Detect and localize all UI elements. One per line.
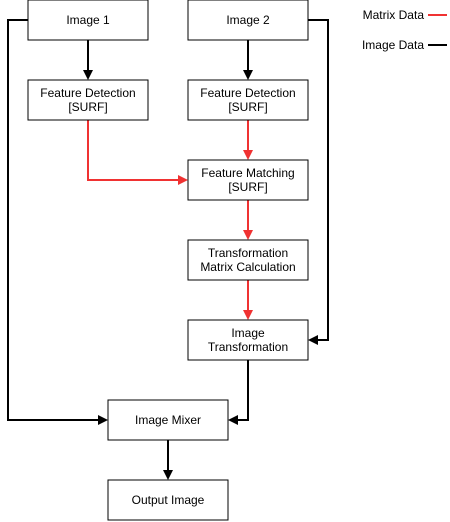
node-image-1: Image 1	[27, 0, 149, 41]
edge-feature-detection-1-to-feature-matching	[87, 120, 188, 185]
node-image-2-label: Image 2	[226, 13, 270, 27]
node-image-mixer: Image Mixer	[107, 399, 229, 441]
edge-image-transformation-to-image-mixer	[228, 360, 249, 425]
legend: Matrix Data Image Data	[362, 8, 447, 52]
legend-matrix-data-label: Matrix Data	[363, 8, 425, 22]
node-feature-detection-2: Feature Detection [SURF]	[187, 79, 309, 121]
edge-image1-to-image-mixer	[7, 19, 108, 425]
node-transformation-matrix-calculation: Transformation Matrix Calculation	[187, 239, 309, 281]
node-feature-matching-label-line-1: Feature Matching	[201, 166, 294, 180]
edge-image2-to-image-transformation	[308, 19, 329, 345]
edges	[7, 19, 329, 480]
node-image-transformation-label-line-2: Transformation	[208, 340, 288, 354]
node-image-transformation: Image Transformation	[187, 319, 309, 361]
node-output-image: Output Image	[107, 479, 229, 521]
node-transformation-matrix-calculation-label-line-2: Matrix Calculation	[200, 260, 295, 274]
node-feature-detection-1: Feature Detection [SURF]	[27, 79, 149, 121]
node-feature-detection-2-label-line-1: Feature Detection	[200, 86, 295, 100]
node-transformation-matrix-calculation-label-line-1: Transformation	[208, 246, 288, 260]
node-feature-detection-2-label-line-2: [SURF]	[228, 100, 267, 114]
node-image-transformation-label-line-1: Image	[231, 326, 265, 340]
node-output-image-label: Output Image	[132, 493, 205, 507]
node-image-mixer-label: Image Mixer	[135, 413, 201, 427]
node-image-2: Image 2	[187, 0, 309, 41]
node-feature-detection-1-label-line-1: Feature Detection	[40, 86, 135, 100]
node-feature-matching-label-line-2: [SURF]	[228, 180, 267, 194]
legend-image-data-label: Image Data	[362, 38, 424, 52]
node-feature-detection-1-label-line-2: [SURF]	[68, 100, 107, 114]
node-image-1-label: Image 1	[66, 13, 110, 27]
node-feature-matching: Feature Matching [SURF]	[187, 159, 309, 201]
